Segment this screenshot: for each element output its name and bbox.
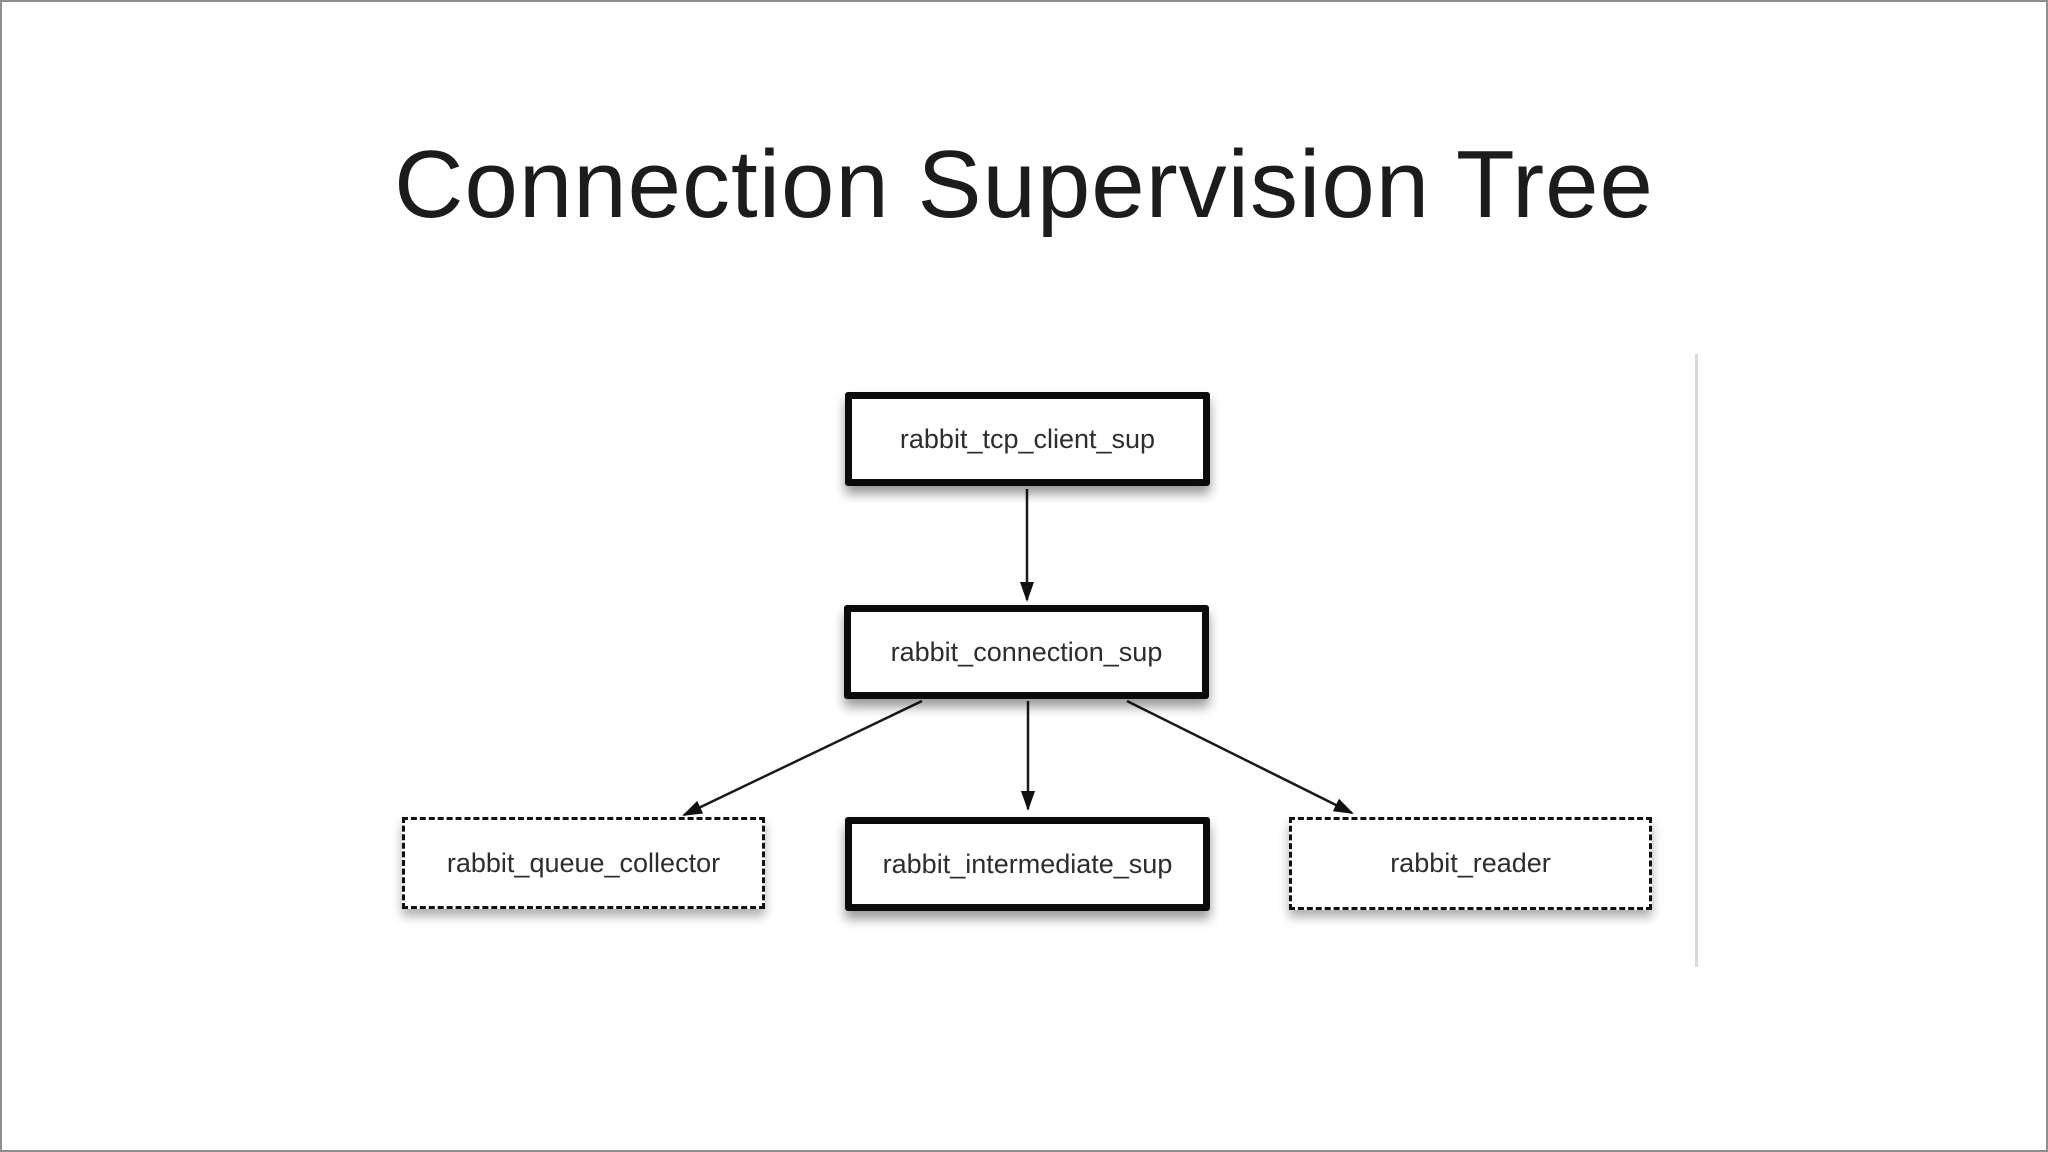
node-rabbit-tcp-client-sup-label: rabbit_tcp_client_sup [899, 423, 1156, 454]
node-rabbit-reader: rabbit_reader [1289, 817, 1652, 910]
edge-connection-to-queue-collector [682, 699, 923, 817]
right-divider-line [1695, 354, 1698, 967]
node-rabbit-intermediate-sup-label: rabbit_intermediate_sup [882, 848, 1173, 879]
node-rabbit-tcp-client-sup: rabbit_tcp_client_sup [845, 392, 1210, 486]
node-rabbit-connection-sup-label: rabbit_connection_sup [890, 636, 1163, 667]
edge-connection-to-reader [1126, 699, 1354, 815]
slide-title: Connection Supervision Tree [394, 131, 1654, 238]
node-rabbit-reader-label: rabbit_reader [1390, 848, 1551, 878]
node-rabbit-queue-collector: rabbit_queue_collector [402, 817, 765, 909]
node-rabbit-queue-collector-label: rabbit_queue_collector [446, 847, 721, 878]
node-rabbit-intermediate-sup: rabbit_intermediate_sup [845, 817, 1210, 911]
node-rabbit-connection-sup: rabbit_connection_sup [844, 605, 1209, 699]
